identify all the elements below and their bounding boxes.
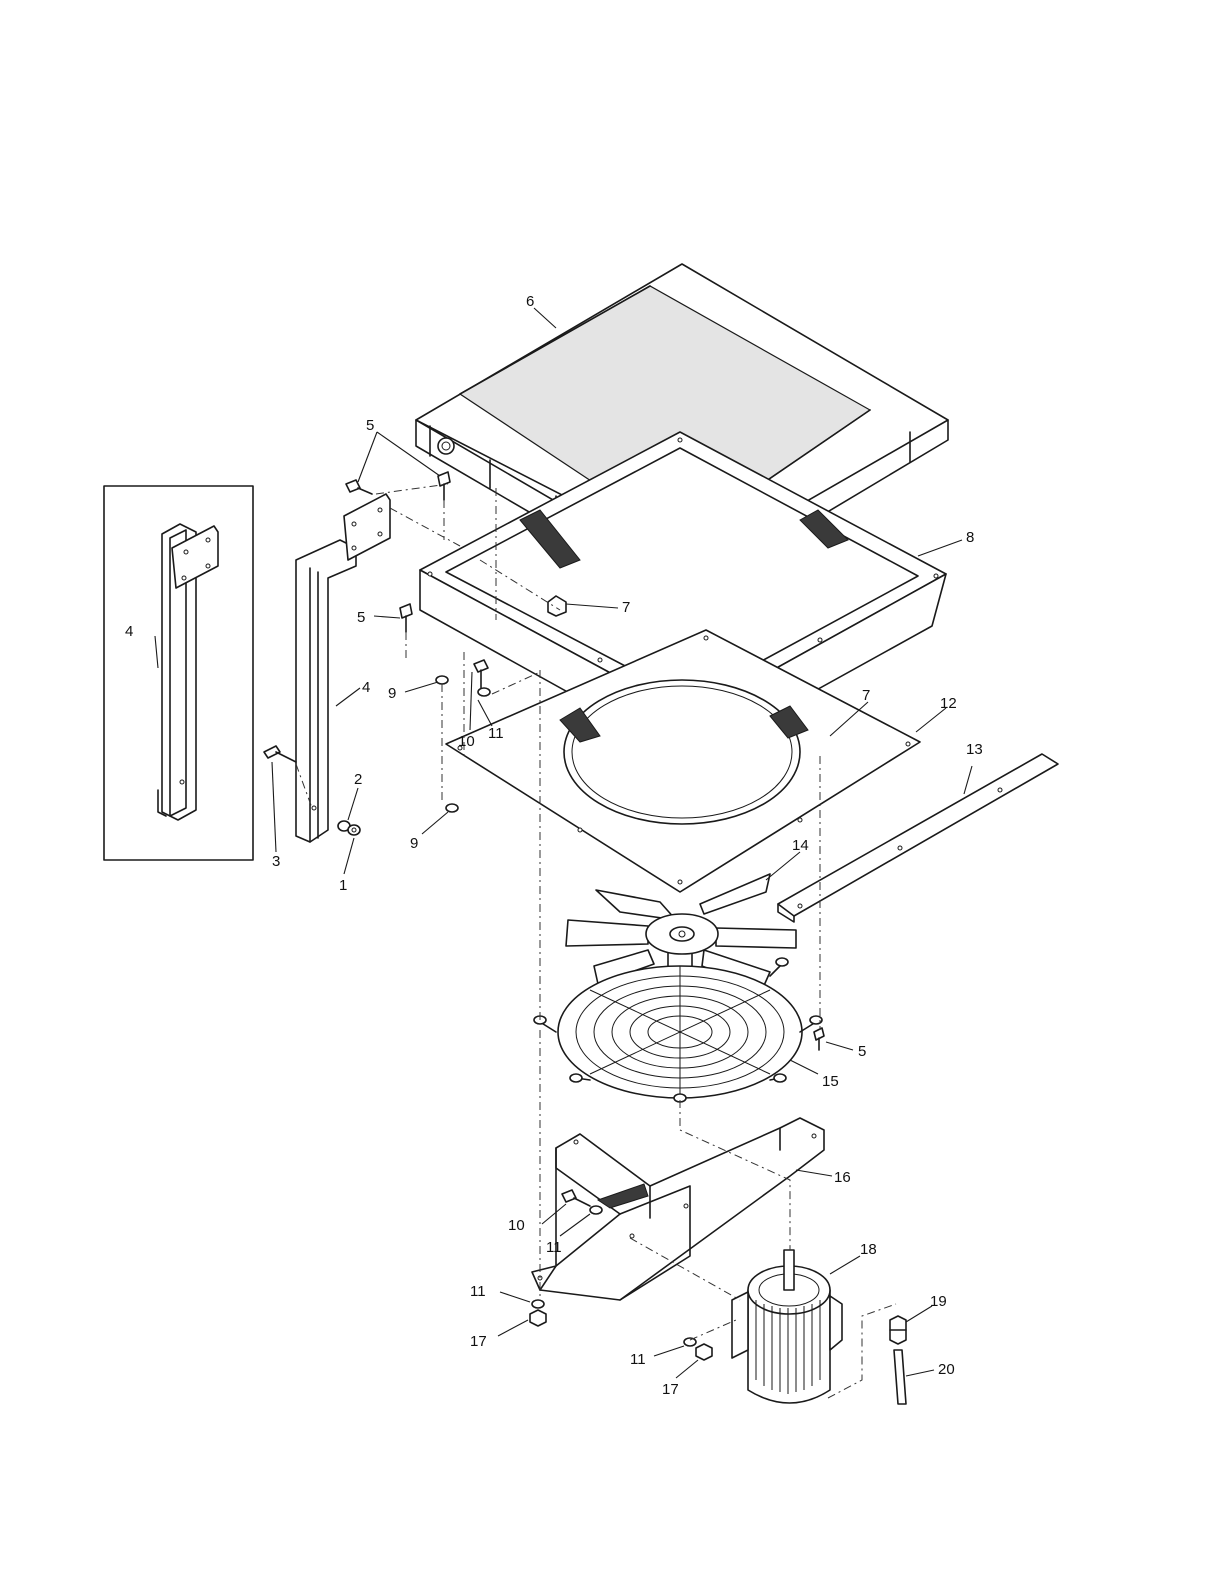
callout-4: 4 xyxy=(362,679,370,696)
support-leg-detail xyxy=(158,524,218,820)
callout-18: 18 xyxy=(860,1241,877,1258)
leg-bolt xyxy=(264,746,296,762)
callout-8: 8 xyxy=(966,529,974,546)
callout-5-guard: 5 xyxy=(858,1043,866,1060)
callout-5-frame: 5 xyxy=(357,609,365,626)
callout-6: 6 xyxy=(526,293,534,310)
callout-16: 16 xyxy=(834,1169,851,1186)
callout-11-upper: 11 xyxy=(488,725,504,742)
guard-bolt xyxy=(814,1028,824,1050)
callout-9-upper: 9 xyxy=(388,685,396,702)
flexible-conduit xyxy=(894,1350,906,1404)
nut-9-lower xyxy=(446,804,458,812)
callout-12: 12 xyxy=(940,695,957,712)
callout-9-lower: 9 xyxy=(410,835,418,852)
callout-3: 3 xyxy=(272,853,280,870)
callout-11-mount: 11 xyxy=(546,1239,562,1256)
callout-14: 14 xyxy=(792,837,809,854)
callout-17-left: 17 xyxy=(470,1333,487,1350)
support-leg xyxy=(296,494,390,842)
frame-bolt xyxy=(400,604,412,632)
frame-cap-screw xyxy=(474,660,488,690)
callout-15: 15 xyxy=(822,1073,839,1090)
nut-9-upper xyxy=(436,676,448,684)
callout-20: 20 xyxy=(938,1361,955,1378)
callout-4-inset: 4 xyxy=(125,623,133,640)
callout-7-upper: 7 xyxy=(622,599,630,616)
callout-19: 19 xyxy=(930,1293,947,1310)
callout-11-motor: 11 xyxy=(630,1351,646,1368)
callout-10-lower: 10 xyxy=(508,1217,525,1234)
fan-guard xyxy=(534,958,822,1102)
callout-1: 1 xyxy=(339,877,347,894)
electric-motor xyxy=(732,1250,842,1403)
mount-lock-washer-left xyxy=(532,1300,544,1308)
motor-nut xyxy=(696,1344,712,1360)
mount-nut-left xyxy=(530,1310,546,1326)
top-bolt xyxy=(346,480,372,494)
frame-washer xyxy=(478,688,490,696)
callout-7-lower: 7 xyxy=(862,687,870,704)
callout-10-upper: 10 xyxy=(458,733,475,750)
leg-nut xyxy=(348,825,360,835)
mount-washer xyxy=(590,1206,602,1214)
callout-11-left: 11 xyxy=(470,1283,486,1300)
callout-17-motor: 17 xyxy=(662,1381,679,1398)
callout-13: 13 xyxy=(966,741,983,758)
callout-2: 2 xyxy=(354,771,362,788)
motor-lock-washer xyxy=(684,1338,696,1346)
conduit-fitting xyxy=(890,1316,906,1344)
callout-5-top: 5 xyxy=(366,417,374,434)
